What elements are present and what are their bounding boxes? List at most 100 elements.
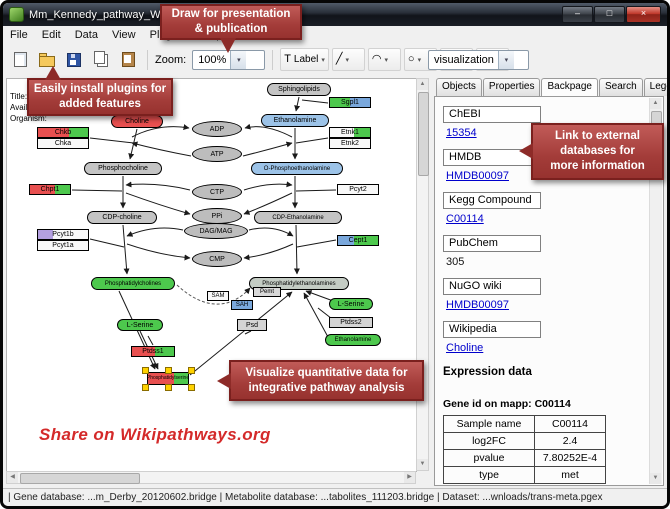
vertical-scroll-thumb[interactable]: [418, 92, 429, 176]
pathway-node-sgpl1[interactable]: Sgpl1: [329, 97, 371, 108]
wikipedia-link[interactable]: Choline: [446, 342, 484, 354]
expression-table: Sample name C00114 log2FC 2.4 pvalue 7.8…: [443, 415, 606, 484]
horizontal-scroll-thumb[interactable]: [20, 473, 140, 484]
callout-install-plugins: Easily install plugins for added feature…: [27, 66, 173, 116]
pathway-node-atp[interactable]: ATP: [192, 146, 242, 162]
toolbar: Zoom: 100% ▾ T Label ▾ ╱ ▾ ◠ ▾ ○ ▾: [3, 43, 667, 77]
pathway-node-etnk1[interactable]: Etnk1: [329, 127, 371, 138]
kegg-link[interactable]: C00114: [446, 213, 484, 225]
line-tool-button[interactable]: ╱ ▾: [331, 48, 365, 71]
ellipse-tool-icon: ○: [407, 53, 415, 65]
pathway-node-cdp-choline[interactable]: CDP-choline: [87, 211, 157, 224]
pathway-node-pemt[interactable]: Pemt: [253, 287, 281, 297]
paste-button[interactable]: [116, 48, 140, 72]
pathway-node-ctp[interactable]: CTP: [192, 184, 242, 200]
pathway-node-cmp[interactable]: CMP: [192, 251, 242, 267]
selection-handle[interactable]: [142, 384, 149, 391]
app-icon: [9, 7, 24, 22]
arc-tool-button[interactable]: ◠ ▾: [367, 48, 401, 71]
label-tool-icon: T: [284, 53, 291, 65]
tab-properties[interactable]: Properties: [482, 78, 541, 96]
zoom-value: 100%: [198, 53, 227, 66]
pathway-node-sah[interactable]: SAH: [231, 300, 253, 310]
window-title: Mm_Kennedy_pathway_WP1771_45176.gpml: [29, 8, 164, 21]
tab-backpage[interactable]: Backpage: [541, 78, 598, 96]
tab-search[interactable]: Search: [598, 78, 643, 96]
chevron-down-icon: ▾: [345, 56, 350, 64]
menu-file[interactable]: File: [10, 28, 28, 41]
selection-handle[interactable]: [188, 384, 195, 391]
scroll-left-icon[interactable]: ◀: [7, 472, 18, 483]
canvas-horizontal-scrollbar[interactable]: ◀ ▶: [6, 471, 416, 484]
copy-button[interactable]: [89, 48, 113, 72]
callout-visualize-data: Visualize quantitative data for integrat…: [217, 360, 424, 401]
table-cell: C00114: [534, 415, 606, 433]
pathway-node-ptdss2[interactable]: Ptdss2: [329, 317, 373, 328]
chebi-link[interactable]: 15354: [446, 127, 477, 139]
toolbar-separator: [272, 49, 274, 70]
pathway-node-pcyt1a[interactable]: Pcyt1a: [37, 240, 89, 251]
menu-data[interactable]: Data: [74, 28, 98, 41]
save-disk-icon: [67, 52, 81, 67]
titlebar[interactable]: Mm_Kennedy_pathway_WP1771_45176.gpml – □…: [3, 3, 667, 26]
visualization-combobox[interactable]: visualization ▾: [428, 50, 529, 70]
canvas-vertical-scrollbar[interactable]: ▲ ▼: [416, 78, 429, 471]
table-cell: log2FC: [443, 432, 535, 450]
table-cell: 7.80252E-4: [534, 449, 606, 467]
pathway-node-pcyt2[interactable]: Pcyt2: [337, 184, 379, 195]
pathway-node-etnk2[interactable]: Etnk2: [329, 138, 371, 149]
scroll-up-icon[interactable]: ▲: [650, 98, 661, 109]
new-button[interactable]: [8, 48, 32, 72]
wikipedia-header: Wikipedia: [443, 321, 541, 338]
pathway-node-phosphatidylethanolamines[interactable]: Phosphatidylethanolamines: [249, 277, 349, 290]
tab-legend[interactable]: Legend: [643, 78, 667, 96]
minimize-button[interactable]: –: [562, 6, 593, 23]
tab-objects[interactable]: Objects: [436, 78, 482, 96]
zoom-combobox[interactable]: 100% ▾: [192, 49, 266, 70]
selection-handle[interactable]: [188, 367, 195, 374]
scroll-down-icon[interactable]: ▼: [650, 473, 661, 484]
pathway-node-sam[interactable]: SAM: [207, 291, 229, 301]
visualization-value: visualization: [434, 54, 494, 66]
pathway-node-phosphatidylcholines[interactable]: Phosphatidylcholines: [91, 277, 175, 290]
chevron-down-icon[interactable]: ▾: [497, 51, 514, 69]
save-button[interactable]: [62, 48, 86, 72]
selection-handle[interactable]: [142, 367, 149, 374]
pathway-node-psd[interactable]: Psd: [237, 319, 267, 331]
label-tool-button[interactable]: T Label ▾: [280, 48, 329, 71]
nugo-link[interactable]: HMDB00097: [446, 299, 509, 311]
table-row: Sample name C00114: [443, 415, 606, 433]
selection-handle[interactable]: [165, 367, 172, 374]
pathway-node-o-phosphoethanolamine[interactable]: O-Phosphoethanolamine: [251, 162, 343, 175]
pathway-node-pcyt1b[interactable]: Pcyt1b: [37, 229, 89, 240]
scroll-up-icon[interactable]: ▲: [417, 79, 428, 90]
chevron-down-icon: ▾: [321, 56, 325, 64]
pathway-node-chkb[interactable]: Chkb: [37, 127, 89, 138]
hmdb-link[interactable]: HMDB00097: [446, 170, 509, 182]
pathway-node-adp[interactable]: ADP: [192, 121, 242, 137]
pathway-node-ethanolamine[interactable]: Ethanolamine: [325, 334, 381, 346]
close-button[interactable]: ×: [626, 6, 661, 23]
menu-view[interactable]: View: [111, 28, 136, 41]
selection-handle[interactable]: [165, 384, 172, 391]
pathway-node-sphingolipids[interactable]: Sphingolipids: [267, 83, 331, 96]
selection-handles-layer: [7, 79, 416, 471]
pathway-node-ptdss1[interactable]: Ptdss1: [131, 346, 175, 357]
pathway-node-cept1[interactable]: Cept1: [337, 235, 379, 246]
scroll-down-icon[interactable]: ▼: [417, 459, 428, 470]
menu-edit[interactable]: Edit: [41, 28, 61, 41]
pathway-node-phosphocholine[interactable]: Phosphocholine: [84, 162, 162, 175]
chevron-down-icon[interactable]: ▾: [230, 50, 247, 69]
pathway-node-ethanolamine[interactable]: Ethanolamine: [261, 114, 329, 127]
pathway-node-chka[interactable]: Chka: [37, 138, 89, 149]
scroll-right-icon[interactable]: ▶: [404, 472, 415, 483]
pathway-node-l-serine[interactable]: L-Serine: [329, 298, 373, 310]
pathway-node-l-serine[interactable]: L-Serine: [117, 319, 163, 331]
pathway-node-chpt1[interactable]: Chpt1: [29, 184, 71, 195]
toolbar-separator: [147, 49, 148, 70]
maximize-button[interactable]: □: [594, 6, 625, 23]
pathway-node-cdp-ethanolamine[interactable]: CDP-Ethanolamine: [254, 211, 342, 224]
pathway-node-dag-mag[interactable]: DAG/MAG: [184, 223, 248, 239]
